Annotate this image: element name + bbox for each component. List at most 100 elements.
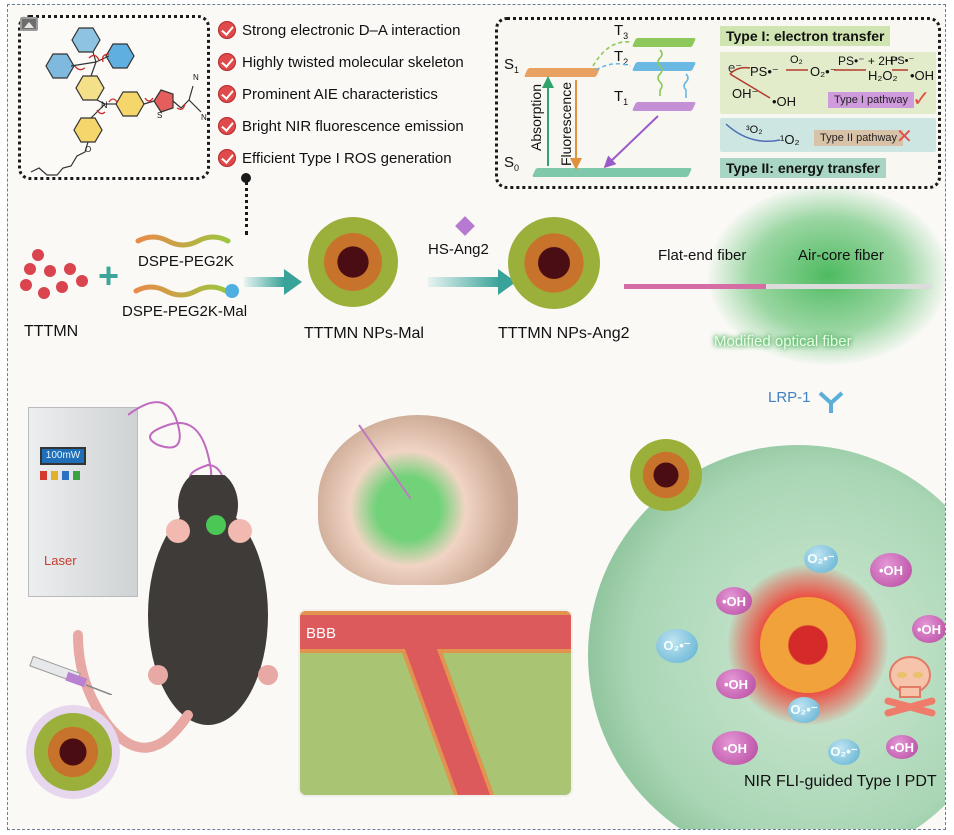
lrp1-receptor-icon: [818, 391, 844, 413]
dspe-peg-mal-label: DSPE-PEG2K-Mal: [122, 303, 248, 320]
hydroxyl-radical-label: •OH: [910, 68, 935, 83]
brain-irradiation-spot: [206, 515, 226, 535]
brain-illustration: [318, 415, 518, 585]
lipid-chains: [133, 234, 239, 298]
nps-mal-label: TTTMN NPs-Mal: [304, 325, 424, 342]
superoxide-label: O₂•⁻: [810, 64, 837, 79]
oxygen-atom: O: [85, 145, 91, 154]
connector-dot: [241, 173, 251, 183]
hydroxyl-radical-label-2: •OH: [772, 94, 797, 109]
feature-label: Highly twisted molecular skeleton: [242, 53, 464, 71]
figure-frame: N S O N N Strong electronic D–A interact…: [7, 4, 946, 830]
fluorescence-label: Fluorescence: [558, 82, 574, 167]
nitrogen-atom: N: [101, 100, 108, 110]
t3-label: T3: [614, 22, 629, 41]
laser-button-green[interactable]: [73, 471, 80, 480]
triplet-oxygen-label: ³O₂: [746, 124, 763, 136]
triplet-decay-arrow: [603, 115, 659, 169]
pdt-caption: NIR FLI-guided Type I PDT: [744, 773, 937, 790]
isc-arrow-t3: [592, 41, 631, 67]
electron-label: e⁻: [728, 60, 743, 75]
tttmn-molecule: [38, 287, 50, 299]
superoxide-bubble: O₂•⁻: [828, 739, 860, 765]
molecule-structure: N S O N N: [30, 27, 207, 176]
mouse-hind-paw: [258, 665, 278, 685]
transition-arrows: [542, 41, 689, 170]
hydroxide-label: OH⁻: [732, 86, 759, 101]
feature-label: Efficient Type I ROS generation: [242, 149, 452, 167]
nanoparticle-mal: [308, 217, 398, 307]
mouse-hind-paw: [148, 665, 168, 685]
nanoparticle-ang2: [508, 217, 600, 309]
blood-vessel-branch: [400, 649, 500, 795]
sulfur-atom: S: [157, 111, 162, 120]
mouse-paw: [228, 519, 252, 543]
activated-nanoparticle: [760, 597, 856, 693]
t1-label: T1: [614, 88, 629, 107]
check-icon: [218, 85, 236, 103]
check-icon: [218, 21, 236, 39]
maleimide-head: [225, 284, 239, 298]
dspe-peg-label: DSPE-PEG2K: [138, 253, 234, 270]
tttmn-molecules: [20, 249, 88, 299]
feature-label: Strong electronic D–A interaction: [242, 21, 461, 39]
connector-line: [245, 175, 248, 235]
hs-ang2-label: HS-Ang2: [428, 241, 489, 258]
absorption-label: Absorption: [528, 84, 544, 151]
ang2-peptide-icon: [455, 216, 475, 236]
phenyl-ring-blue: [71, 27, 101, 53]
tttmn-molecule: [76, 275, 88, 287]
ic-arrow: [657, 49, 663, 96]
type1-reaction-arrows: [729, 66, 908, 99]
fiber-glow: [708, 185, 945, 365]
ps-radical-label: PS•⁻: [750, 64, 779, 79]
laser-button-red[interactable]: [40, 471, 47, 480]
type2-header: Type II: energy transfer: [720, 158, 886, 178]
laser-label: Laser: [44, 553, 77, 568]
hydroxyl-bubble: •OH: [716, 587, 752, 615]
phenyl-ring-yellow: [75, 75, 105, 101]
superoxide-bubble: O₂•⁻: [656, 629, 698, 663]
check-icon: [218, 53, 236, 71]
flat-end-fiber-label: Flat-end fiber: [658, 247, 747, 264]
syringe-icon: [29, 655, 113, 695]
ps-plus-h-label: PS•⁻ + 2H⁺: [838, 54, 900, 68]
molecule-panel: N S O N N: [18, 15, 210, 180]
t2-label: T2: [614, 48, 629, 67]
skull-crossbones-icon: [884, 656, 936, 717]
flat-end-fiber: [624, 284, 766, 289]
feature-label: Bright NIR fluorescence emission: [242, 117, 464, 135]
superoxide-bubble: O₂•⁻: [788, 697, 820, 723]
tttmn-molecule: [32, 249, 44, 261]
h2o2-label: H₂O₂: [868, 68, 898, 83]
dspe-peg-mal-chain: [133, 284, 229, 298]
nitrile-atom: N: [193, 73, 199, 82]
type2-arrow: [725, 123, 781, 142]
ps-radical-label-2: PS•⁻: [890, 55, 915, 67]
thiophene-ring: [153, 89, 174, 113]
hydroxyl-bubble: •OH: [886, 735, 918, 759]
image-icon[interactable]: [20, 17, 38, 31]
bbb-panel: BBB: [298, 609, 573, 797]
laser-button-yellow[interactable]: [51, 471, 58, 480]
nanoparticle-binding: [630, 439, 702, 511]
air-core-fiber: [766, 284, 932, 289]
cross-icon: ✕: [896, 126, 913, 148]
feature-item: Efficient Type I ROS generation: [218, 147, 464, 169]
rotation-arrows: [74, 53, 186, 115]
hydroxyl-bubble: •OH: [912, 615, 945, 643]
o2-reagent-label: O₂: [790, 54, 803, 66]
feature-list: Strong electronic D–A interaction Highly…: [218, 19, 464, 169]
tttmn-molecule: [64, 263, 76, 275]
type1-header: Type I: electron transfer: [720, 26, 891, 46]
phenyl-ring-yellow: [115, 91, 145, 117]
superoxide-bubble: O₂•⁻: [804, 545, 838, 573]
tttmn-molecule: [56, 281, 68, 293]
laser-button-blue[interactable]: [62, 471, 69, 480]
hydroxyl-bubble: •OH: [712, 731, 758, 765]
phenyl-ring-blue: [105, 43, 135, 69]
blood-vessel: [300, 611, 571, 653]
s1-label: S1: [504, 56, 520, 75]
check-icon: ✓: [912, 86, 931, 111]
tttmn-molecule: [44, 265, 56, 277]
